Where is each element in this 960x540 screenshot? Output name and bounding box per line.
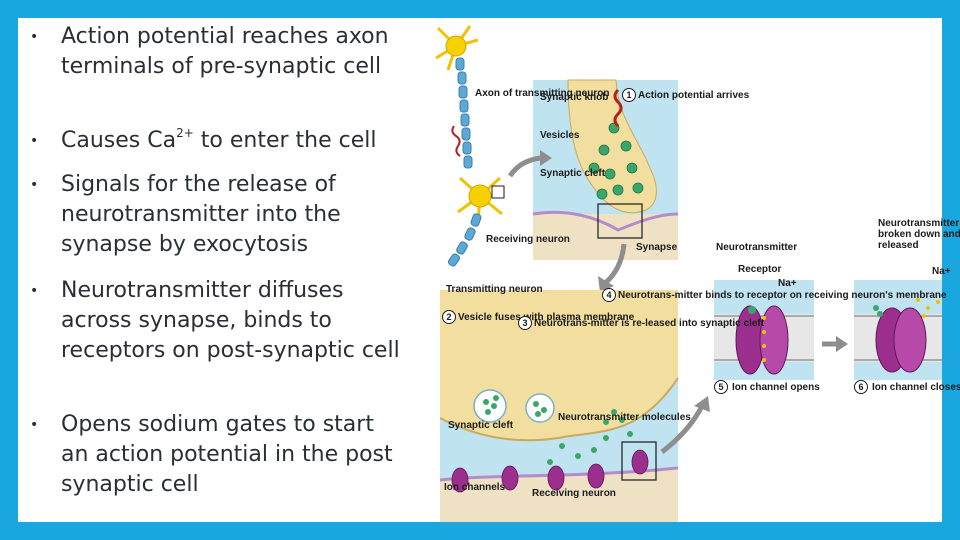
step-2-label: Vesicle fuses with plasma membrane xyxy=(458,312,635,323)
bullet-text: Opens sodium gates to start an action po… xyxy=(61,412,393,497)
synaptic-knob-label: Synaptic knob xyxy=(540,92,609,103)
action-potential-squiggle xyxy=(451,125,461,157)
step-4-label: Neurotrans-mitter binds to receptor on r… xyxy=(618,290,947,301)
bullet-4: • Neurotransmitter diffuses across synap… xyxy=(28,276,408,366)
synaptic-cleft-top-label: Synaptic cleft xyxy=(540,168,606,179)
bullet-1: • Action potential reaches axon terminal… xyxy=(28,22,408,82)
ion-channel-closed-panel xyxy=(854,280,942,380)
step-6-badge: 6 xyxy=(854,380,868,394)
bullet-text: Action potential reaches axon terminals … xyxy=(61,24,389,79)
arrow-to-closeup xyxy=(507,155,541,178)
bullet-dot: • xyxy=(30,177,39,193)
bullet-2: • Causes Ca2+ to enter the cell xyxy=(28,126,408,156)
bullet-text: Neurotransmitter diffuses across synapse… xyxy=(61,278,400,363)
neurotransmitter-label: Neurotransmitter xyxy=(716,242,798,253)
step-1-badge: 1 xyxy=(622,88,636,102)
transmitting-neuron-icon xyxy=(435,25,479,169)
bullet-text: Causes Ca2+ to enter the cell xyxy=(61,125,377,153)
bullet-5: • Opens sodium gates to start an action … xyxy=(28,410,408,500)
bullet-dot: • xyxy=(30,283,39,299)
ion-channels-label: Ion channels xyxy=(444,482,506,493)
receptor-label: Receptor xyxy=(738,264,782,275)
arrow-to-channels xyxy=(660,404,705,454)
step-2-badge: 2 xyxy=(442,310,456,324)
bullet-3: • Signals for the release of neurotransm… xyxy=(28,170,408,260)
step-5-badge: 5 xyxy=(714,380,728,394)
na-label-right: Na+ xyxy=(932,266,951,277)
step-1-label: Action potential arrives xyxy=(638,90,750,101)
synaptic-cleft-bottom-label: Synaptic cleft xyxy=(448,420,514,431)
ion-channel-opens-label: Ion channel opens xyxy=(732,382,820,393)
bullet-dot: • xyxy=(30,29,39,45)
synapse-detail-panel xyxy=(439,290,679,522)
step-3-label: Neurotrans-mitter is re-leased into syna… xyxy=(534,318,765,329)
synapse-diagram: Axon of transmitting neuron Receiving ne… xyxy=(418,18,960,522)
bullet-dot: • xyxy=(30,417,39,433)
synapse-closeup xyxy=(532,79,679,260)
axon-label: Axon of transmitting neuron xyxy=(475,88,610,99)
receiving-neuron-icon xyxy=(447,176,505,267)
synapse-illustration xyxy=(435,25,942,522)
receiving-neuron-label: Receiving neuron xyxy=(486,234,570,245)
vesicles-label: Vesicles xyxy=(540,130,580,141)
step-4-badge: 4 xyxy=(602,288,616,302)
slide: • Action potential reaches axon terminal… xyxy=(18,18,960,522)
receiving-neuron-bottom-label: Receiving neuron xyxy=(532,488,616,499)
nt-molecules-label: Neurotransmitter molecules xyxy=(558,412,691,423)
na-label-left: Na+ xyxy=(778,278,797,289)
broken-down-label: Neurotransmitter broken down and release… xyxy=(878,218,960,251)
ion-channel-closes-label: Ion channel closes xyxy=(872,382,960,393)
ion-channel-open-panel xyxy=(714,280,814,380)
transmitting-neuron-label: Transmitting neuron xyxy=(446,284,543,295)
step-3-badge: 3 xyxy=(518,316,532,330)
bullet-text: Signals for the release of neurotransmit… xyxy=(61,172,341,257)
synapse-label: Synapse xyxy=(636,242,678,253)
bullet-dot: • xyxy=(30,133,39,149)
